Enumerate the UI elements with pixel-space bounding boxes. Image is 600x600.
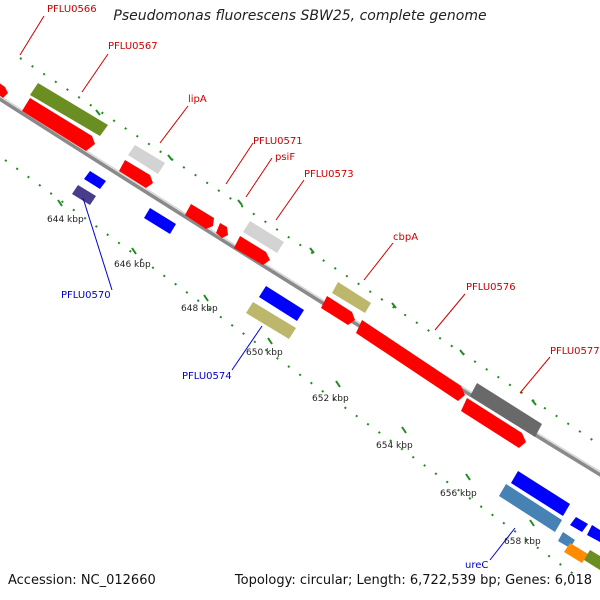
tick-label: 658 kbp [504,537,541,547]
gene-arrow[interactable] [587,525,600,542]
label-pflu0577: PFLU0577 [550,346,600,357]
label-pflu0567: PFLU0567 [108,41,158,52]
reverse-features [72,171,600,570]
major-tick [529,519,535,527]
major-tick [237,199,243,206]
leader-line [19,15,45,56]
gene-arrow[interactable] [321,296,355,325]
forward-features [0,80,542,448]
major-tick [131,247,137,255]
major-tick [459,349,465,356]
accession-text: Accession: NC_012660 [8,573,156,588]
leader-line [82,197,113,291]
leader-line [81,53,109,93]
gene-arrow[interactable] [185,204,214,229]
label-cbpA: cbpA [393,232,418,243]
label-pflu0576: PFLU0576 [466,282,516,293]
label-pflu0574: PFLU0574 [182,371,232,382]
gene-pflu0570-arrow[interactable] [72,185,96,205]
tick-label: 648 kbp [181,304,218,314]
label-ureC: ureC [465,560,488,571]
gene-lipA-arrow[interactable] [128,145,165,174]
major-ticks [57,109,537,527]
gene-arrow[interactable] [144,208,176,234]
leader-line [434,293,466,331]
major-tick [57,199,63,207]
gene-pflu0574-arrow[interactable] [246,302,296,339]
major-tick [391,302,397,309]
gene-pflu0566-arrow[interactable] [0,80,8,98]
gene-pflu0567-arrow[interactable] [30,83,108,136]
major-tick [465,473,471,481]
label-pflu0571: PFLU0571 [253,136,303,147]
tick-label: 656 kbp [440,489,477,499]
label-pflu0566: PFLU0566 [47,4,97,15]
leader-line [489,527,516,561]
major-tick [267,337,273,345]
gene-pflu0571-arrow[interactable] [216,223,228,238]
gene-arrow[interactable] [584,550,600,570]
label-leaders-reverse [82,197,516,561]
gene-ureC-arrow[interactable] [499,484,562,532]
major-tick [309,247,315,254]
leader-line [225,142,254,185]
gene-arrow[interactable] [119,160,153,188]
gene-arrow[interactable] [259,286,304,321]
label-pflu0570: PFLU0570 [61,290,111,301]
major-tick [401,426,407,434]
gene-cbpA-arrow[interactable] [332,282,371,313]
leader-line [363,242,394,281]
page-title: Pseudomonas fluorescens SBW25, complete … [113,8,487,24]
genome-summary-text: Topology: circular; Length: 6,722,539 bp… [234,573,592,588]
gene-arrow[interactable] [22,98,95,151]
label-pflu0573: PFLU0573 [304,169,354,180]
gene-pflu0576-arrow[interactable] [356,320,465,401]
major-tick [203,294,209,302]
major-tick [335,380,341,388]
tick-label: 646 kbp [114,260,151,270]
leader-line [231,325,263,371]
tick-label: 644 kbp [47,215,84,225]
major-tick [95,109,101,116]
gene-pflu0573-arrow[interactable] [234,236,270,265]
tick-label: 652 kbp [312,394,349,404]
label-psiF: psiF [275,152,295,163]
leader-line [519,356,551,394]
gene-arrow[interactable] [511,471,570,516]
label-lipA: lipA [188,94,207,105]
leader-line [275,179,305,221]
tick-label: 654 kbp [376,441,413,451]
leader-line [159,105,189,144]
tick-label: 650 kbp [246,348,283,358]
gene-arrow[interactable] [570,517,588,532]
gene-arrow[interactable] [84,171,106,189]
major-tick [531,399,537,406]
gene-arrow[interactable] [461,398,526,448]
gene-arrow[interactable] [564,543,588,563]
label-leaders-forward [19,15,551,394]
gene-psiF-arrow[interactable] [243,221,284,253]
major-tick [167,154,173,161]
guide-dots-outer [19,57,600,446]
leader-line [245,157,273,198]
gene-pflu0577-arrow[interactable] [470,383,542,437]
